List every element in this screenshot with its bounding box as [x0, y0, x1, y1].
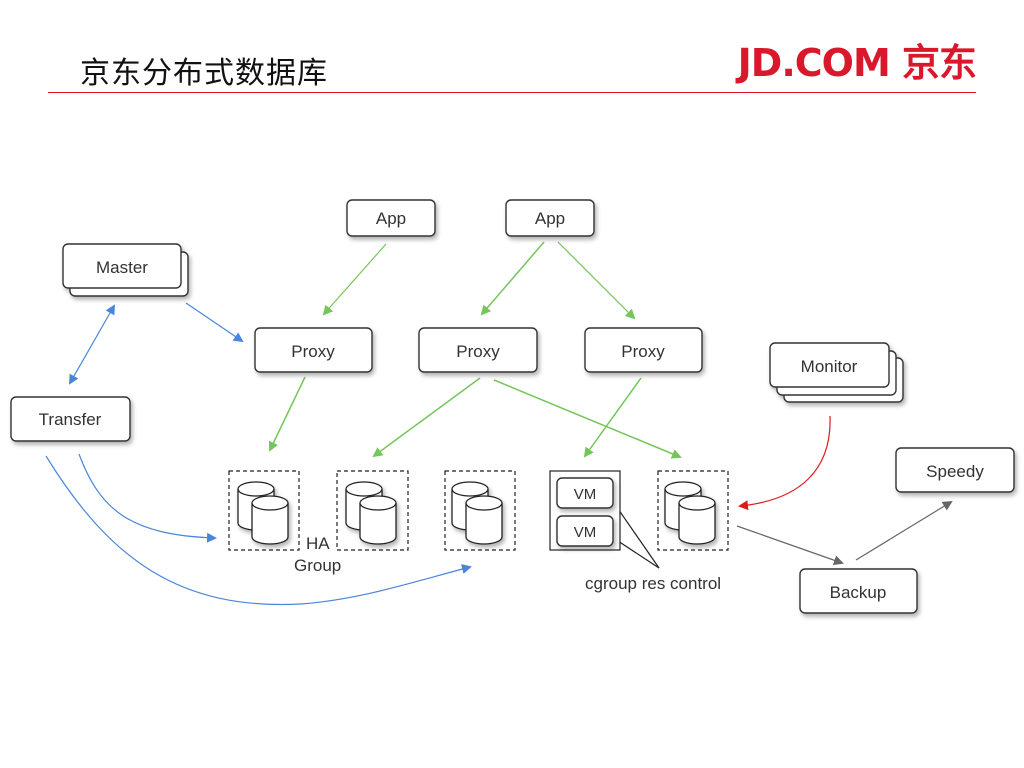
app-node-2[interactable]: App: [505, 199, 595, 237]
transfer-node[interactable]: Transfer: [10, 396, 131, 442]
edge-proxy3-vm: [583, 377, 642, 458]
cgroup-pointer-1: [613, 502, 660, 569]
transfer-node-label: Transfer: [39, 410, 102, 429]
edge-proxy1-db1: [268, 376, 306, 452]
proxy-node-3[interactable]: Proxy: [584, 327, 703, 373]
edge-monitor-db4: [738, 415, 831, 511]
proxy-node-2-label: Proxy: [456, 342, 500, 361]
proxy-node-3-label: Proxy: [621, 342, 665, 361]
edge-master-proxy1: [185, 302, 244, 343]
jd-logo: JD.COM 京东: [737, 41, 977, 85]
edge-proxy2-db2: [372, 377, 481, 458]
vm-node-2[interactable]: VM: [556, 515, 614, 547]
edge-transfer-db3: [45, 455, 472, 606]
vm-container[interactable]: VM VM: [549, 470, 621, 551]
monitor-node[interactable]: Monitor: [769, 342, 904, 403]
edge-app1-proxy1: [322, 243, 387, 316]
edge-app2-proxy3: [557, 241, 636, 320]
app-node-1-label: App: [376, 209, 406, 228]
edges: [45, 241, 953, 606]
database-icon: [451, 481, 503, 545]
page-title: 京东分布式数据库: [80, 56, 328, 91]
cgroup-label: cgroup res control: [585, 574, 721, 593]
db-group-4[interactable]: [657, 470, 729, 551]
speedy-node[interactable]: Speedy: [895, 447, 1015, 493]
db-group-1[interactable]: [228, 470, 300, 551]
app-node-2-label: App: [535, 209, 565, 228]
edge-proxy2-db4: [493, 379, 682, 459]
edge-backup-speedy: [855, 500, 953, 561]
backup-node-label: Backup: [830, 583, 887, 602]
ha-label-line2: Group: [294, 556, 341, 575]
db-group-2[interactable]: [336, 470, 409, 551]
vm-node-1[interactable]: VM: [556, 477, 614, 509]
master-node[interactable]: Master: [62, 243, 189, 297]
monitor-node-label: Monitor: [801, 357, 858, 376]
proxy-node-2[interactable]: Proxy: [418, 327, 538, 373]
header-divider: [48, 92, 976, 93]
proxy-node-1[interactable]: Proxy: [254, 327, 373, 373]
database-icon: [345, 481, 397, 545]
master-node-label: Master: [96, 258, 148, 277]
backup-node[interactable]: Backup: [799, 568, 918, 614]
edge-master-transfer: [69, 304, 115, 385]
database-icon: [664, 481, 716, 545]
database-icon: [237, 481, 289, 545]
edge-db4-backup: [736, 525, 844, 566]
vm-node-1-label: VM: [574, 486, 597, 503]
edge-transfer-db1: [78, 453, 217, 543]
cgroup-pointer-2: [617, 540, 660, 569]
vm-node-2-label: VM: [574, 524, 597, 541]
app-node-1[interactable]: App: [346, 199, 436, 237]
proxy-node-1-label: Proxy: [291, 342, 335, 361]
ha-label-line1: HA: [306, 534, 330, 553]
speedy-node-label: Speedy: [926, 462, 984, 481]
edge-app2-proxy2: [480, 241, 545, 316]
db-group-3[interactable]: [444, 470, 516, 551]
